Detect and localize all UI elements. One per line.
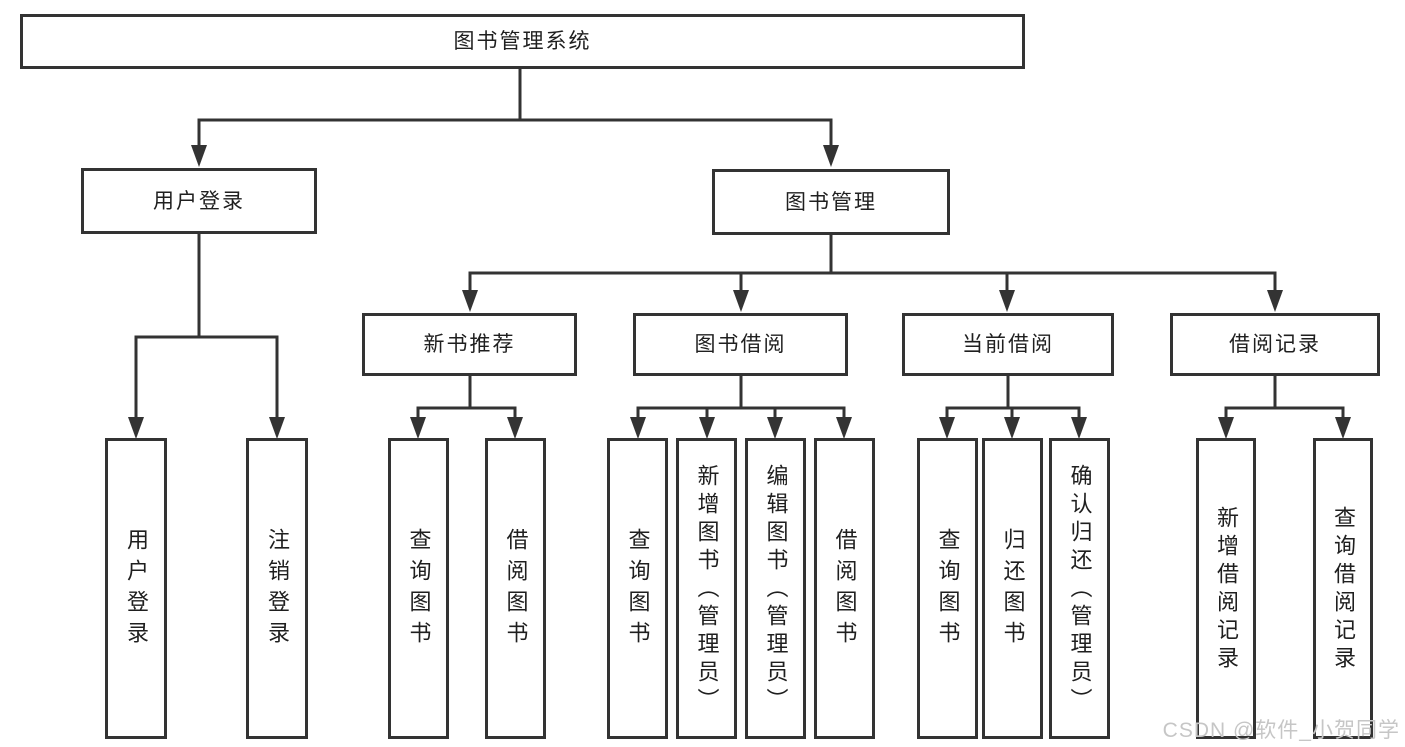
- arrowhead: [823, 145, 839, 167]
- edge-bookborrow-branch: [636, 406, 846, 420]
- node-book-borrow: 图书借阅: [633, 313, 848, 376]
- arrowhead: [128, 417, 144, 439]
- edge-level3-branch: [468, 271, 1277, 294]
- node-root-system: 图书管理系统: [20, 14, 1025, 69]
- arrowhead: [191, 145, 207, 167]
- edge-newbook-branch: [416, 406, 517, 420]
- arrowhead: [1267, 290, 1283, 312]
- edge-borrowrecord-branch: [1224, 406, 1345, 420]
- arrowhead: [699, 417, 715, 439]
- arrowhead: [999, 290, 1015, 312]
- arrowhead: [410, 417, 426, 439]
- leaf-user-login: 用户登录: [105, 438, 167, 739]
- leaf-add-borrow-record: 新增借阅记录: [1196, 438, 1256, 739]
- node-current-borrow: 当前借阅: [902, 313, 1114, 376]
- arrowhead: [1071, 417, 1087, 439]
- arrowhead: [733, 290, 749, 312]
- leaf-logout: 注销登录: [246, 438, 308, 739]
- node-user-login: 用户登录: [81, 168, 317, 234]
- arrowhead: [1335, 417, 1351, 439]
- arrowhead: [767, 417, 783, 439]
- leaf-edit-book-admin: 编辑图书（管理员）: [745, 438, 806, 739]
- arrowhead: [939, 417, 955, 439]
- arrowhead: [507, 417, 523, 439]
- leaf-query-book-2: 查询图书: [607, 438, 668, 739]
- leaf-add-book-admin: 新增图书（管理员）: [676, 438, 737, 739]
- edge-userlogin-branch: [134, 335, 279, 420]
- node-book-management: 图书管理: [712, 169, 950, 235]
- arrowhead: [836, 417, 852, 439]
- arrowhead: [1004, 417, 1020, 439]
- node-borrow-record: 借阅记录: [1170, 313, 1380, 376]
- leaf-query-book-3: 查询图书: [917, 438, 978, 739]
- node-new-book-recommend: 新书推荐: [362, 313, 577, 376]
- leaf-borrow-book-2: 借阅图书: [814, 438, 875, 739]
- edge-currentborrow-branch: [945, 406, 1081, 420]
- leaf-borrow-book-1: 借阅图书: [485, 438, 546, 739]
- leaf-confirm-return-admin: 确认归还（管理员）: [1049, 438, 1110, 739]
- edge-level2-branch: [197, 118, 833, 148]
- leaf-query-book-1: 查询图书: [388, 438, 449, 739]
- arrowhead: [462, 290, 478, 312]
- leaf-return-book: 归还图书: [982, 438, 1043, 739]
- arrowhead: [1218, 417, 1234, 439]
- leaf-query-borrow-record: 查询借阅记录: [1313, 438, 1373, 739]
- arrowhead: [630, 417, 646, 439]
- arrowhead: [269, 417, 285, 439]
- csdn-watermark: CSDN @软件_小贺同学: [1162, 719, 1400, 742]
